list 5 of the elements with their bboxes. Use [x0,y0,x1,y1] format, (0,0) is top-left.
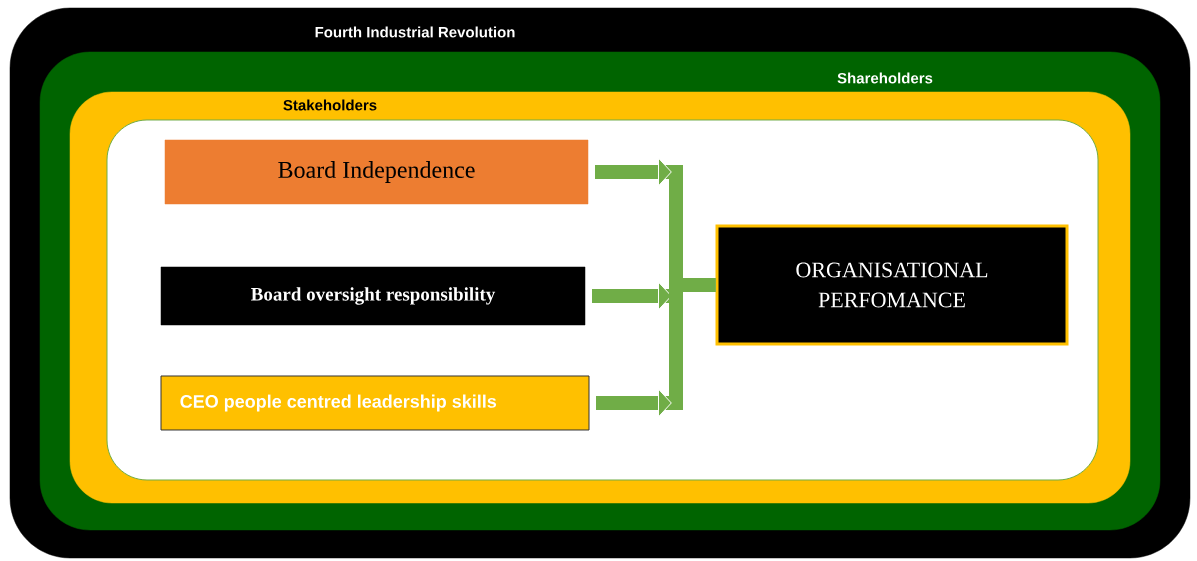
box: ORGANISATIONAL PERFOMANCE [715,224,1069,346]
box: CEO people centred leadership skills [160,375,590,431]
box: Board oversight responsibility [160,266,586,326]
arrow [596,278,716,418]
box: Board Independence [164,139,589,205]
